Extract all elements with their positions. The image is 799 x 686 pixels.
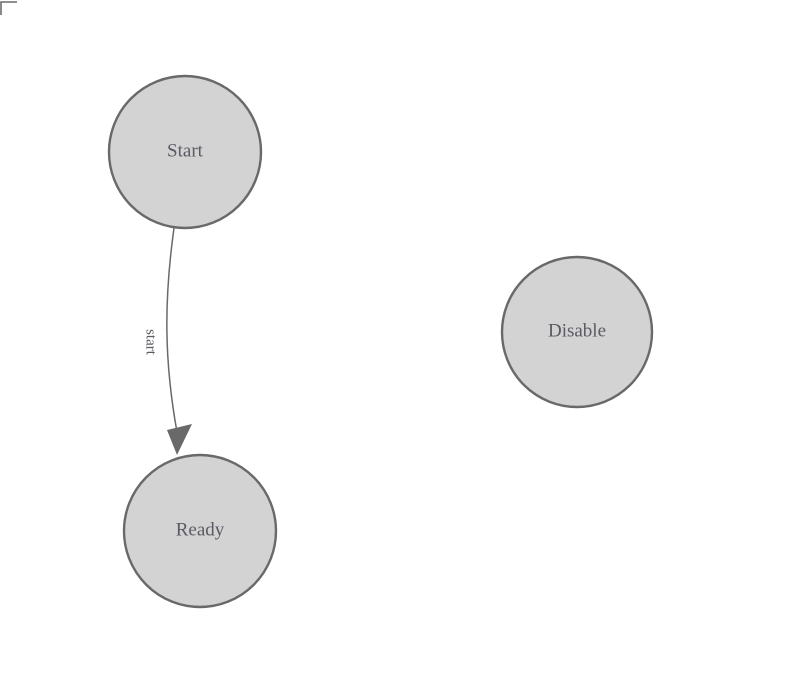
arrowhead-icon: [167, 424, 192, 455]
node-disable-circle[interactable]: [500, 255, 654, 409]
crop-corner-mark-icon: [0, 1, 17, 15]
node-disable-label: Disable: [548, 320, 606, 341]
node-start[interactable]: Start: [107, 74, 263, 230]
node-start-label: Start: [167, 140, 204, 161]
node-ready-circle[interactable]: [122, 453, 278, 609]
node-ready-label: Ready: [176, 519, 225, 540]
node-start-circle[interactable]: [107, 74, 263, 230]
edge-label-start: start: [143, 329, 159, 356]
edge-start-to-ready[interactable]: start: [143, 227, 192, 455]
edge-line: [166, 227, 178, 433]
node-ready[interactable]: Ready: [122, 453, 278, 609]
node-disable[interactable]: Disable: [500, 255, 654, 409]
